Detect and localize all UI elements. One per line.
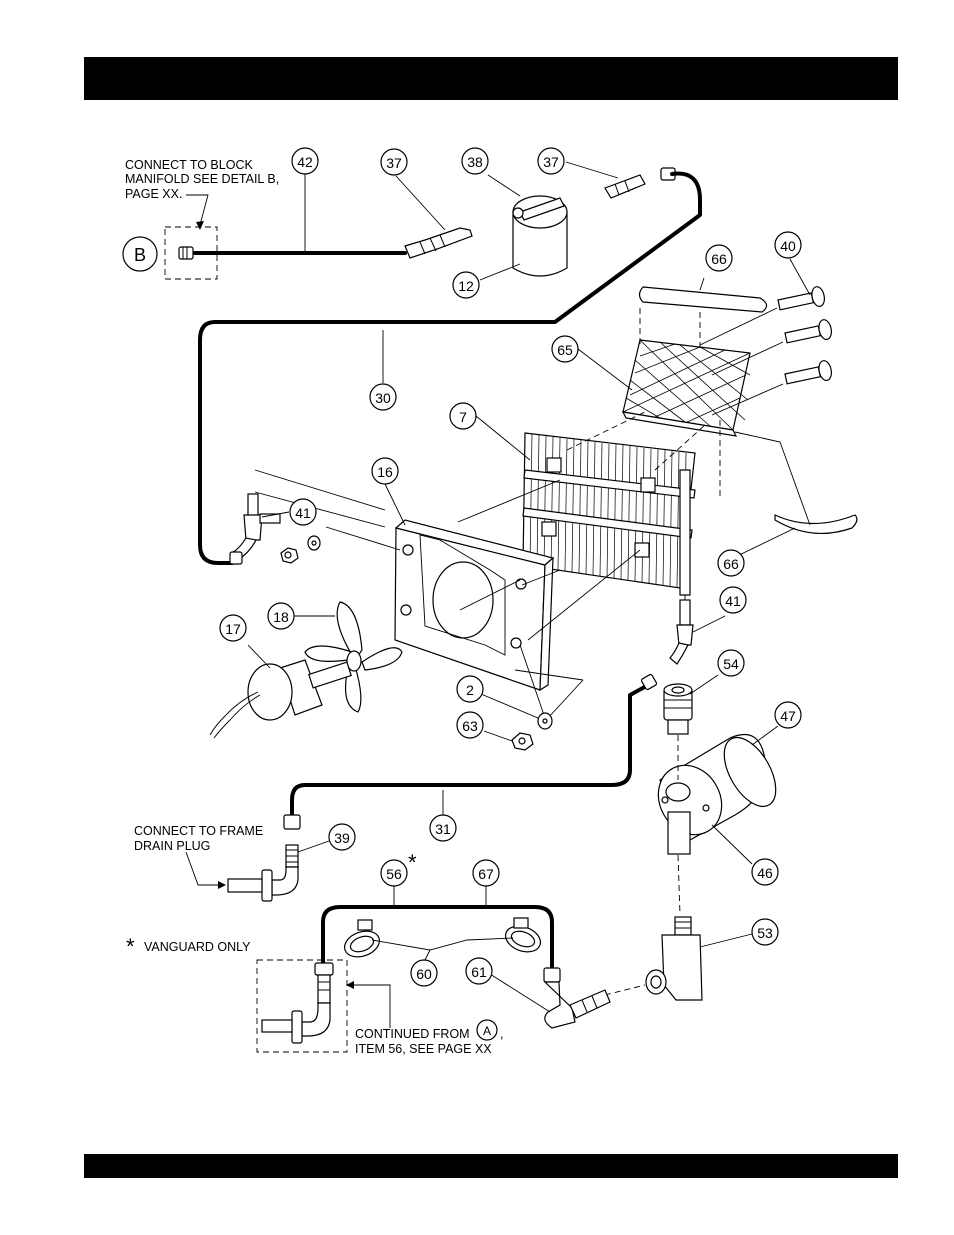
callout-17: 17 bbox=[220, 615, 246, 641]
callout-38: 38 bbox=[462, 148, 488, 174]
callout-label: 30 bbox=[375, 390, 391, 406]
callout-66-top: 66 bbox=[706, 245, 732, 271]
callout-label: 39 bbox=[334, 830, 350, 846]
callout-66-bottom: 66 bbox=[718, 550, 744, 576]
callout-37-right: 37 bbox=[538, 148, 564, 174]
callout-63: 63 bbox=[457, 712, 483, 738]
note-line: , bbox=[500, 1027, 503, 1041]
callout-label: 18 bbox=[273, 609, 289, 625]
callout-label: 41 bbox=[725, 593, 741, 609]
callout-2: 2 bbox=[457, 676, 483, 702]
vanguard-text: VANGUARD ONLY bbox=[144, 940, 251, 954]
callout-56-star: * bbox=[408, 850, 417, 875]
callout-label: 2 bbox=[466, 682, 474, 698]
note-line: MANIFOLD SEE DETAIL B, bbox=[125, 172, 279, 186]
screen-65 bbox=[623, 340, 750, 436]
hose-31 bbox=[292, 683, 652, 816]
fitting-53 bbox=[646, 917, 702, 1000]
fitting-37-right bbox=[605, 168, 675, 198]
vanguard-star: * bbox=[126, 934, 135, 959]
note-line: DRAIN PLUG bbox=[134, 839, 210, 853]
callout-18: 18 bbox=[268, 603, 294, 629]
fan-blade-18 bbox=[305, 602, 402, 712]
callout-label: 63 bbox=[462, 718, 478, 734]
callout-label: 67 bbox=[478, 866, 494, 882]
callout-label: 60 bbox=[416, 966, 432, 982]
seal-66 bbox=[735, 432, 857, 533]
callout-16: 16 bbox=[372, 458, 398, 484]
elbow-61 bbox=[544, 968, 610, 1028]
callout-label: 65 bbox=[557, 342, 573, 358]
filter-canister-12 bbox=[513, 196, 567, 276]
note-line: CONNECT TO BLOCK bbox=[125, 158, 253, 172]
callout-31: 31 bbox=[430, 815, 456, 841]
callout-label: 46 bbox=[757, 865, 773, 881]
callout-61: 61 bbox=[466, 958, 492, 984]
callout-label: 47 bbox=[780, 708, 796, 724]
callout-label: 7 bbox=[459, 409, 467, 425]
callout-42: 42 bbox=[292, 148, 318, 174]
callout-41-left: 41 bbox=[290, 499, 316, 525]
callout-label: 56 bbox=[386, 866, 402, 882]
callout-label: 54 bbox=[723, 656, 739, 672]
callout-37-left: 37 bbox=[381, 149, 407, 175]
washer-2 bbox=[538, 713, 552, 729]
note-block-manifold: CONNECT TO BLOCK MANIFOLD SEE DETAIL B, … bbox=[125, 158, 279, 230]
note-vanguard: * VANGUARD ONLY bbox=[126, 934, 251, 959]
detail-b-label: B bbox=[134, 245, 146, 265]
callout-label: 66 bbox=[723, 556, 739, 572]
callout-label: 42 bbox=[297, 154, 313, 170]
callout-label: 38 bbox=[467, 154, 483, 170]
callout-46: 46 bbox=[752, 859, 778, 885]
callout-56: 56 bbox=[381, 860, 407, 886]
cover-66-top bbox=[640, 287, 767, 312]
callout-label: 61 bbox=[471, 964, 487, 980]
motor-17 bbox=[210, 660, 351, 738]
adapter-54 bbox=[664, 684, 692, 734]
note-continued: CONTINUED FROM A , ITEM 56, SEE PAGE XX bbox=[346, 981, 503, 1056]
callout-label: 37 bbox=[386, 155, 402, 171]
note-line: CONNECT TO FRAME bbox=[134, 824, 263, 838]
callout-60: 60 bbox=[411, 960, 437, 986]
callout-53: 53 bbox=[752, 919, 778, 945]
callout-41-right: 41 bbox=[720, 587, 746, 613]
fitting-41-right bbox=[670, 600, 693, 664]
callout-label: 12 bbox=[458, 278, 474, 294]
callout-12: 12 bbox=[453, 272, 479, 298]
callout-label: 31 bbox=[435, 821, 451, 837]
callout-label: 53 bbox=[757, 925, 773, 941]
fitting-37-left bbox=[405, 228, 472, 258]
vanguard-fitting bbox=[262, 963, 333, 1043]
callout-label: 66 bbox=[711, 251, 727, 267]
detail-a-label: A bbox=[483, 1024, 491, 1038]
callout-47: 47 bbox=[775, 702, 801, 728]
callout-label: 40 bbox=[780, 238, 796, 254]
callout-30: 30 bbox=[370, 384, 396, 410]
hose-42 bbox=[179, 247, 405, 259]
clamps-60 bbox=[341, 918, 544, 961]
nut-and-washer bbox=[281, 536, 320, 563]
callout-39: 39 bbox=[329, 824, 355, 850]
fitting-41-left bbox=[230, 494, 280, 564]
note-line: PAGE XX. bbox=[125, 187, 182, 201]
pump-47 bbox=[646, 729, 786, 854]
callout-65: 65 bbox=[552, 336, 578, 362]
note-line: ITEM 56, SEE PAGE XX bbox=[355, 1042, 492, 1056]
callout-7: 7 bbox=[450, 403, 476, 429]
callout-label: 37 bbox=[543, 154, 559, 170]
callout-40: 40 bbox=[775, 232, 801, 258]
callout-label: 16 bbox=[377, 464, 393, 480]
note-line: CONTINUED FROM bbox=[355, 1027, 470, 1041]
callout-67: 67 bbox=[473, 860, 499, 886]
detail-b-circle: B bbox=[123, 237, 157, 271]
nut-63 bbox=[512, 733, 533, 750]
callout-label: 41 bbox=[295, 505, 311, 521]
callout-54: 54 bbox=[718, 650, 744, 676]
callout-label: 17 bbox=[225, 621, 241, 637]
